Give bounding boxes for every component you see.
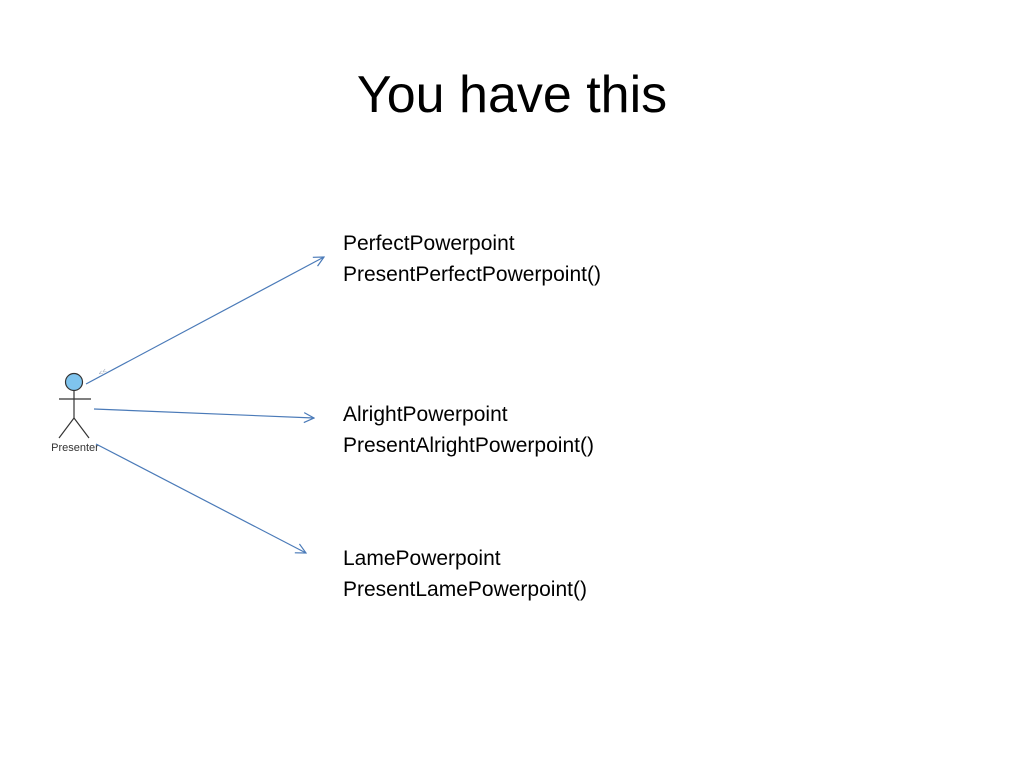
stick-figure-icon[interactable] [58,372,91,439]
stereotype-label: << [98,368,109,378]
actor-leg-right [73,417,90,439]
class-block-alright: AlrightPowerpoint PresentAlrightPowerpoi… [343,399,594,461]
class-block-perfect: PerfectPowerpoint PresentPerfectPowerpoi… [343,228,601,290]
arrow-to-perfect[interactable] [85,257,324,385]
class-operation: PresentLamePowerpoint() [343,578,587,601]
class-name: AlrightPowerpoint [343,403,508,426]
actor-head [64,372,84,392]
arrow-to-lame[interactable] [95,443,306,553]
class-operation: PresentAlrightPowerpoint() [343,434,594,457]
actor-label: Presenter [51,442,99,454]
class-block-lame: LamePowerpoint PresentLamePowerpoint() [343,543,587,605]
slide-title: You have this [356,66,668,124]
arrow-to-alright[interactable] [93,408,314,418]
actor-leg-left [58,417,75,439]
class-name: PerfectPowerpoint [343,232,515,255]
class-operation: PresentPerfectPowerpoint() [343,263,601,286]
class-name: LamePowerpoint [343,547,501,570]
